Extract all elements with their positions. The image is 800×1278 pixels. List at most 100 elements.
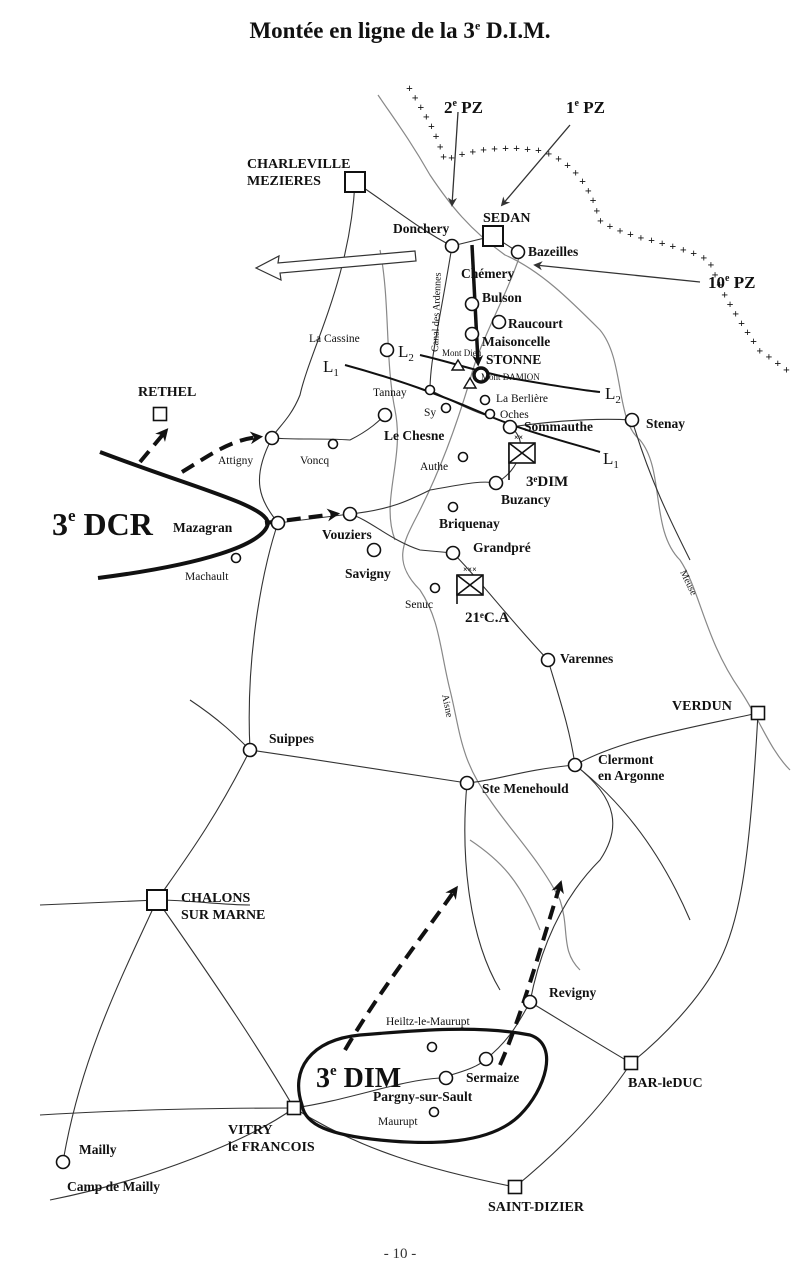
border-cross: +	[448, 150, 455, 164]
arrow-10pz	[533, 261, 701, 283]
label-l2-west: L2	[398, 342, 414, 364]
town-label-attigny: Attigny	[218, 455, 253, 467]
town-label-mailly: Mailly	[79, 1142, 117, 1157]
label-1e-pz: 1e PZ	[566, 98, 605, 117]
german-arrows	[447, 111, 701, 283]
town-label-voncq: Voncq	[300, 455, 329, 467]
border-cross: +	[732, 306, 739, 320]
town-marker-verdun	[750, 705, 766, 721]
town-marker-maurupt	[428, 1106, 440, 1118]
town-label-maisoncelle: Maisoncelle	[482, 334, 550, 349]
river-meuse	[377, 94, 791, 771]
town-marker-suippes	[242, 742, 258, 758]
label-l1-west: L1	[323, 357, 339, 379]
town-label-laberliere: La Berlière	[496, 393, 548, 405]
town-marker-vitry	[286, 1100, 302, 1116]
label-l1-east: L1	[603, 449, 619, 471]
town-marker-grandpre	[445, 545, 461, 561]
border-cross: +	[459, 147, 466, 161]
label-aisne: Aisne	[439, 693, 455, 719]
mont-damion-triangle	[462, 376, 478, 389]
page-number: - 10 -	[383, 1246, 417, 1262]
border-cross: +	[593, 204, 600, 218]
town-marker-savigny	[366, 542, 382, 558]
border-cross: +	[607, 219, 614, 233]
border-cross: +	[638, 230, 645, 244]
border-cross: +	[440, 150, 447, 164]
border-cross: +	[712, 268, 719, 282]
border-cross: +	[433, 129, 440, 143]
town-label-bazeilles: Bazeilles	[528, 244, 578, 259]
town-marker-pargny	[438, 1070, 454, 1086]
town-marker-stenay	[624, 412, 640, 428]
town-label-saintdizier: SAINT-DIZIER	[488, 1200, 585, 1215]
town-marker-varennes	[540, 652, 556, 668]
border-cross: +	[597, 214, 604, 228]
label-canal: Canal des Ardennes	[430, 272, 444, 352]
border-cross: +	[535, 143, 542, 157]
town-label-sermaize: Sermaize	[466, 1070, 519, 1085]
roads	[39, 181, 759, 1201]
border-cross: +	[590, 193, 597, 207]
border-cross: +	[491, 142, 498, 156]
hq-symbols	[456, 442, 536, 604]
town-marker-saintdizier	[507, 1179, 523, 1195]
town-marker-revigny	[522, 994, 538, 1010]
label-3e-dcr: 3e DCR	[52, 506, 154, 542]
hollow-arrow	[254, 250, 417, 282]
border-cross: +	[648, 233, 655, 247]
border-cross: +	[545, 147, 552, 161]
label-meuse: Meuse	[677, 568, 699, 597]
town-label-maurupt: Maurupt	[378, 1116, 418, 1128]
border-cross: +	[783, 363, 790, 377]
town-marker-oches	[484, 408, 496, 420]
border-cross: +	[423, 109, 430, 123]
border-marks: ++++++++++++++++++++++++++++++++++++++++…	[406, 81, 790, 377]
border-cross: +	[502, 141, 509, 155]
line-l2	[419, 354, 601, 393]
town-marker-buzancy	[488, 475, 504, 491]
hq-21ca-symbol	[456, 574, 484, 604]
town-label-sedan: SEDAN	[483, 211, 530, 226]
border-cross: +	[765, 349, 772, 363]
rivers	[377, 94, 791, 971]
town-marker-lacassine	[379, 342, 395, 358]
town-label-campmailly: Camp de Mailly	[67, 1179, 160, 1194]
town-label-barleduc: BAR-leDUC	[628, 1076, 703, 1091]
hq-21ca-marks: ×××	[463, 565, 477, 574]
town-marker-barleduc	[623, 1055, 639, 1071]
label-l2-east: L2	[605, 384, 621, 406]
dim-loop	[297, 1027, 549, 1145]
arrow-2pz	[447, 111, 459, 207]
town-label-grandpre: Grandpré	[473, 540, 531, 555]
town-marker-heiltz	[426, 1041, 438, 1053]
town-label-stonne: STONNE	[486, 352, 541, 367]
border-cross: +	[756, 343, 763, 357]
border-cross: +	[774, 356, 781, 370]
river-aisne-low	[469, 839, 541, 931]
border-cross: +	[669, 239, 676, 253]
town-marker-sedan	[482, 225, 504, 247]
town-label-mazagran: Mazagran	[173, 520, 233, 535]
labels: 3e DCR 3e DIM 2e PZ 1e PZ 10e PZ 3ᵉDIM 2…	[52, 98, 755, 1094]
border-cross: +	[721, 287, 728, 301]
town-marker-senuc	[429, 582, 441, 594]
town-label-montdamion: Mont DAMION	[481, 372, 540, 382]
border-cross: +	[412, 90, 419, 104]
label-hq-21ca: 21ᵉC.A	[465, 610, 509, 626]
border-cross: +	[680, 242, 687, 256]
town-label-chemery: Chémery	[461, 266, 514, 281]
town-marker-mailly	[55, 1154, 71, 1170]
town-marker-donchery	[444, 238, 460, 254]
town-marker-authe	[457, 451, 469, 463]
hq-3dim-marks: ××	[514, 433, 523, 442]
town-label-machault: Machault	[185, 571, 229, 583]
town-label-bulson: Bulson	[482, 290, 522, 305]
town-label-pargny: Pargny-sur-Sault	[373, 1089, 473, 1104]
border-cross: +	[406, 81, 413, 95]
town-label-raucourt: Raucourt	[508, 316, 563, 331]
label-hq-3dim: 3ᵉDIM	[526, 474, 568, 490]
border-cross: +	[555, 152, 562, 166]
town-label-authe: Authe	[420, 461, 448, 473]
mont-dieu-triangle	[450, 358, 466, 371]
